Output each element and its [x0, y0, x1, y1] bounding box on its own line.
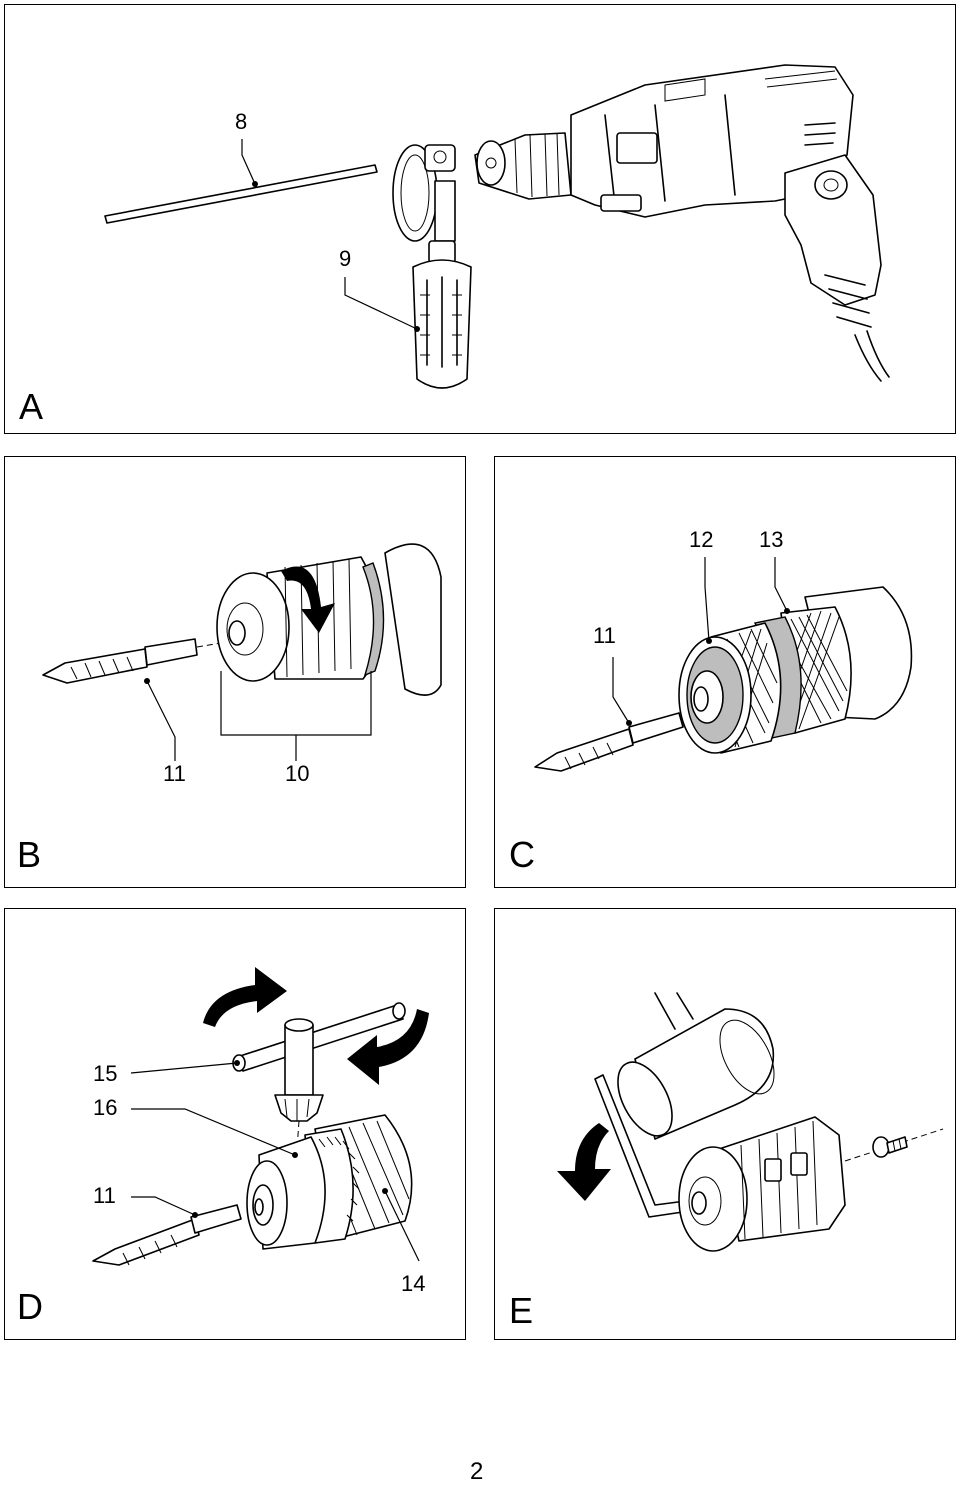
rotation-arrow-icon: [281, 566, 335, 633]
side-handle-grip: [412, 240, 472, 389]
panel-letter-e: E: [509, 1290, 534, 1331]
two-sleeve-chuck-illustration: [534, 557, 913, 772]
callout-15: 15: [93, 1061, 118, 1086]
drill-bit: [534, 712, 684, 772]
keyed-chuck: [246, 1114, 413, 1250]
chuck-insert-bit-illustration: [42, 543, 442, 761]
panel-letter-d: D: [17, 1286, 43, 1327]
panel-letter-a: A: [19, 386, 44, 427]
callout-11: 11: [163, 761, 186, 786]
keyless-chuck: [678, 1116, 846, 1252]
callout-13: 13: [759, 527, 784, 552]
screw: [872, 1136, 908, 1158]
side-handle-clamp: [392, 144, 456, 242]
callout-8: 8: [235, 109, 248, 134]
rotation-arrow-icon: [203, 967, 429, 1085]
hammer: [617, 992, 775, 1140]
key-chuck-illustration: [92, 967, 429, 1266]
callout-16: 16: [93, 1095, 118, 1120]
figure-panel-b: 11 10 B: [4, 456, 466, 888]
keyless-chuck: [474, 132, 572, 200]
downward-arrow-icon: [557, 1123, 611, 1201]
figure-panel-c: 12 13 11 C: [494, 456, 956, 888]
callout-14: 14: [401, 1271, 426, 1296]
page-number: 2: [470, 1458, 484, 1485]
drill-bit: [92, 1204, 242, 1266]
panel-letter-c: C: [509, 834, 535, 875]
figure-panel-a: 8 9 A: [4, 4, 956, 434]
drill-assembly-illustration: [104, 64, 890, 389]
depth-stop-rod: [104, 164, 378, 224]
callout-11: 11: [93, 1183, 116, 1208]
drill-body: [570, 64, 854, 218]
callout-12: 12: [689, 527, 714, 552]
callout-10: 10: [285, 761, 310, 786]
chuck-key: [232, 1002, 406, 1122]
callout-11: 11: [593, 623, 616, 648]
chuck-removal-illustration: [557, 992, 944, 1252]
drill-bit: [42, 638, 198, 684]
callout-9: 9: [339, 246, 352, 271]
figure-panel-e: E: [494, 908, 956, 1340]
keyless-chuck: [216, 543, 442, 696]
figure-panel-d: 15 16 11 14 D: [4, 908, 466, 1340]
panel-letter-b: B: [17, 834, 42, 875]
drill-pistol-grip: [784, 154, 890, 382]
